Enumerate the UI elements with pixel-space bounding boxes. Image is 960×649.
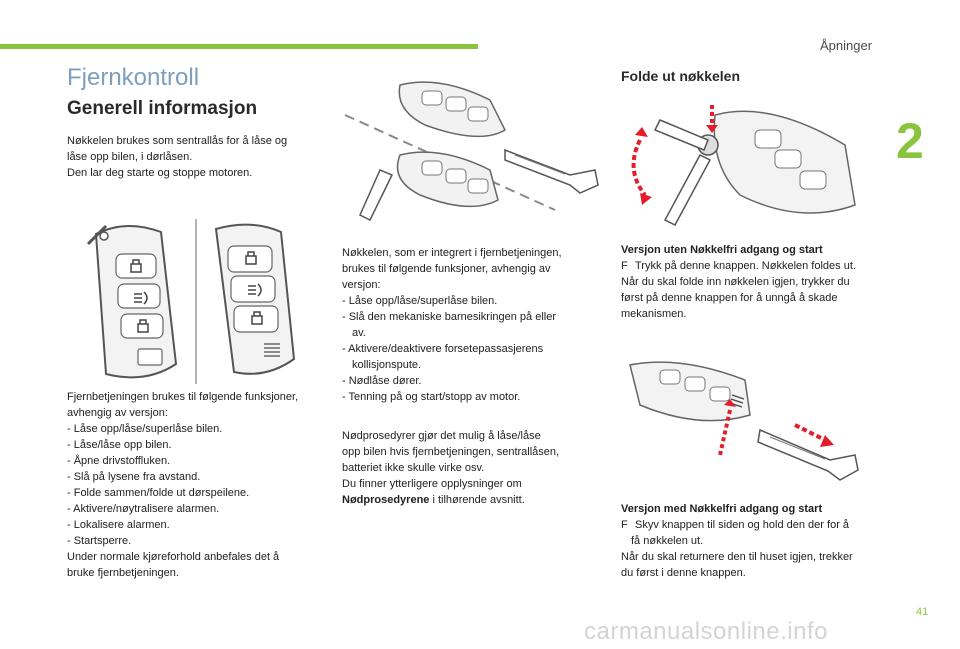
emergency-paragraph: Nødprosedyrer gjør det mulig å låse/låse…: [342, 430, 560, 506]
remote-keys-illustration: [86, 219, 296, 384]
bullet-icon: F: [621, 260, 628, 272]
green-header-bar: [0, 44, 478, 49]
section-heading: Generell informasjon: [67, 98, 258, 119]
with-keyless-title: Versjon med Nøkkelfri adgang og start: [621, 503, 823, 515]
page-title: Fjernkontroll: [67, 64, 200, 91]
without-keyless-section: Versjon uten Nøkkelfri adgang og start F…: [621, 244, 856, 320]
keyless-key-illustration: [629, 361, 859, 481]
section-label: Åpninger: [820, 38, 873, 53]
watermark: carmanualsonline.info: [584, 618, 828, 645]
fold-key-illustration: [631, 105, 856, 226]
remote-functions-paragraph: Fjernbetjeningen brukes til følgende fun…: [67, 391, 299, 579]
key-extraction-illustration: [344, 81, 599, 222]
emergency-link[interactable]: Nødprosedyrene: [342, 494, 430, 506]
chapter-number: 2: [896, 113, 924, 169]
fold-out-heading: Folde ut nøkkelen: [621, 68, 741, 84]
bullet-icon: F: [621, 519, 628, 531]
page-number: 41: [916, 606, 929, 618]
key-functions-paragraph: Nøkkelen, som er integrert i fjernbetjen…: [342, 247, 562, 403]
intro-paragraph: Nøkkelen brukes som sentrallås for å lås…: [67, 135, 288, 179]
without-keyless-title: Versjon uten Nøkkelfri adgang og start: [621, 244, 823, 256]
